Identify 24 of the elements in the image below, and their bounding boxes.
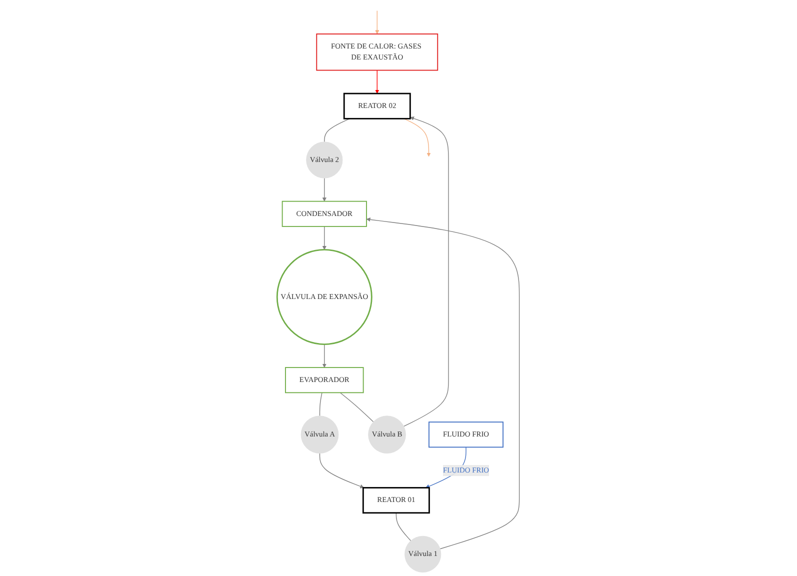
node-box — [344, 92, 412, 120]
node-box — [428, 422, 504, 448]
arrow — [404, 118, 432, 157]
arrow — [322, 226, 327, 250]
node-circle — [404, 536, 442, 572]
arrow — [375, 70, 380, 94]
node-box — [282, 200, 368, 227]
arrow — [375, 10, 380, 34]
node-circle — [368, 416, 406, 454]
arrow — [322, 344, 327, 368]
connector — [320, 392, 323, 416]
node-circle — [276, 249, 373, 345]
arrow — [404, 116, 450, 427]
arrow — [320, 452, 364, 488]
node-box — [316, 34, 438, 71]
node-circle — [301, 416, 339, 454]
node-circle — [306, 142, 343, 178]
node-box — [285, 367, 364, 394]
arrow — [322, 178, 327, 202]
arrow — [366, 218, 520, 550]
connector — [340, 392, 374, 422]
connector — [324, 118, 350, 142]
connector — [396, 512, 412, 542]
node-box — [362, 487, 430, 514]
